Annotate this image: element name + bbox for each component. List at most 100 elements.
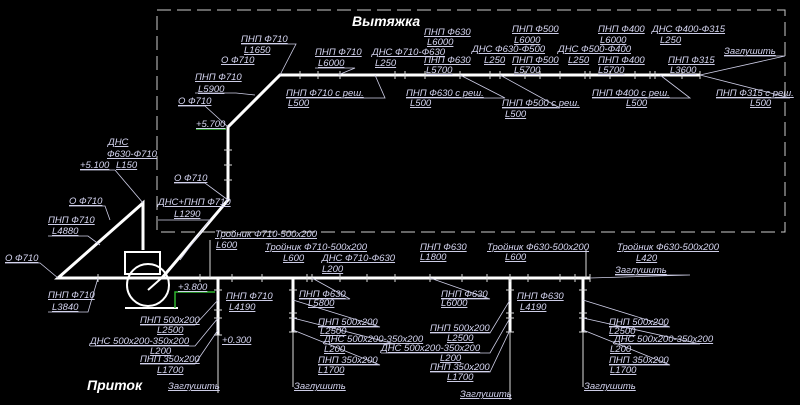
- leader-line: [430, 329, 511, 373]
- pipe-annotation: Тройник Ф630-500x200: [487, 242, 590, 253]
- pipe-annotation: Заглушить: [168, 381, 220, 392]
- pipe-annotation: L5800: [308, 298, 335, 309]
- pipe-annotation: L1700: [318, 365, 345, 376]
- leader-line: [381, 317, 511, 354]
- pipe-annotation: Заглушить: [724, 46, 776, 57]
- pipe-annotation: L500: [288, 98, 310, 109]
- pipe-annotation: ДНС 500x200-350x200: [613, 334, 714, 345]
- leader-line: [292, 329, 381, 366]
- pipe-annotation: ПНП Ф400: [598, 24, 645, 35]
- pipe-annotation: L200: [322, 264, 344, 275]
- leader-line: [699, 74, 791, 99]
- pipe-annotation: ПНП Ф710 с реш.: [286, 88, 364, 99]
- pipe-annotation: ПНП Ф710: [195, 72, 242, 83]
- pipe-annotation: ПНП 500x200: [430, 323, 490, 334]
- pipe-annotation: ДНС 500x200-350x200: [89, 336, 190, 347]
- leader-line: [140, 329, 219, 365]
- pipe-annotation: L1700: [447, 372, 474, 383]
- air-handling-unit: [124, 251, 178, 309]
- supply-title: Приток: [87, 377, 143, 393]
- pipe-annotation: ДНС Ф630-Ф500: [471, 44, 546, 55]
- pipe-annotation: ПНП Ф400 с реш.: [592, 88, 670, 99]
- pipe-annotation: L600: [216, 240, 238, 251]
- pipe-annotation: L200: [440, 353, 462, 364]
- pipe-annotation: О Ф710: [221, 55, 255, 66]
- pipe-annotation: L1700: [610, 365, 637, 376]
- pipe-annotation: ДНС Ф500-Ф400: [557, 44, 632, 55]
- pipe-annotation: ДНС 500x200-350x200: [380, 343, 481, 354]
- pipe-annotation: Тройник Ф710-500x200: [215, 229, 318, 240]
- pipe-annotation: L420: [636, 253, 658, 264]
- leader-line: [430, 299, 511, 334]
- pipe-annotation: L500: [750, 98, 772, 109]
- leader-line: [315, 67, 356, 76]
- pipe-annotation: О Ф710: [178, 96, 212, 107]
- pipe-annotation: L6000: [514, 35, 541, 46]
- pipe-annotation: L200: [610, 344, 632, 355]
- exhaust-title: Вытяжка: [352, 13, 420, 29]
- pipe-annotation: Ф630-Ф710: [107, 149, 158, 160]
- leader-line: [499, 74, 561, 109]
- leader-line: [158, 219, 211, 261]
- pipe-annotation: L4190: [229, 302, 256, 313]
- pipe-annotation: Тройник Ф710-500x200: [265, 242, 368, 253]
- pipe-annotation: ПНП Ф710: [48, 215, 95, 226]
- pipe-annotation: ПНП Ф710: [226, 291, 273, 302]
- pipe-annotation: L500: [505, 109, 527, 120]
- pipe-annotation: L6000: [441, 298, 468, 309]
- pipe-annotation: Заглушить: [294, 381, 346, 392]
- leader-line: [5, 262, 59, 279]
- pipe-annotation: L2500: [320, 326, 347, 337]
- pipe-annotation: L5700: [514, 65, 541, 76]
- pipe-annotation: ПНП Ф500 с реш.: [502, 98, 580, 109]
- leader-line: [299, 277, 351, 300]
- pipe-annotation: L5700: [598, 65, 625, 76]
- leader-line: [178, 105, 229, 128]
- pipe-annotation: L250: [375, 58, 397, 69]
- pipe-annotation: L1700: [157, 365, 184, 376]
- exhaust-zone-boundary: [156, 9, 786, 233]
- pipe-annotation: L6000: [600, 35, 627, 46]
- leader-line: [195, 92, 256, 96]
- pipe-annotation: О Ф710: [5, 253, 39, 264]
- pipe-annotation: ПНП Ф630: [441, 289, 488, 300]
- pipe-annotation: +3.800: [178, 282, 208, 293]
- pipe-annotation: ПНП 500x200: [318, 317, 378, 328]
- pipe-annotation: L2500: [609, 326, 636, 337]
- pipe-annotation: ПНП Ф710: [241, 34, 288, 45]
- leader-line: [69, 205, 111, 221]
- pipe-annotation: ПНП Ф630 с реш.: [406, 88, 484, 99]
- leader-line: [582, 317, 701, 345]
- pipe-annotation: L6000: [318, 58, 345, 69]
- pipe-annotation: +5.700: [196, 119, 226, 130]
- pipe-annotation: ПНП Ф400: [598, 55, 645, 66]
- pipe-annotation: L5700: [426, 65, 453, 76]
- pipe-annotation: L250: [484, 55, 506, 66]
- pipe-annotation: L500: [410, 98, 432, 109]
- leader-line: [699, 55, 786, 76]
- pipe-annotation: Заглушить: [460, 389, 512, 400]
- pipe-annotation: ПНП Ф630: [424, 27, 471, 38]
- leader-line: [406, 74, 506, 99]
- pipe-annotation: О Ф710: [174, 173, 208, 184]
- pipe-annotation: ПНП Ф315: [668, 55, 715, 66]
- leader-lines: [5, 43, 791, 373]
- pipe-annotation: L4880: [52, 226, 79, 237]
- pipe-annotation: L600: [505, 252, 527, 263]
- pipe-annotation: ПНП 350x200: [318, 355, 378, 366]
- leader-line: [582, 299, 671, 328]
- leader-line: [174, 182, 229, 201]
- leader-line: [90, 317, 219, 347]
- pipe-annotation: ДНС 500x200-350x200: [323, 334, 424, 345]
- leader-line: [241, 43, 297, 76]
- pipe-annotation: L1800: [420, 252, 447, 263]
- pipe-annotation: L150: [116, 160, 138, 171]
- pipe-annotation: ПНП Ф630: [424, 55, 471, 66]
- leader-line: [292, 299, 381, 328]
- pipe-annotation: L6000: [427, 37, 454, 48]
- pipe-annotation: L200: [324, 344, 346, 355]
- leader-line: [140, 299, 219, 326]
- pipe-annotation: L1650: [244, 45, 271, 56]
